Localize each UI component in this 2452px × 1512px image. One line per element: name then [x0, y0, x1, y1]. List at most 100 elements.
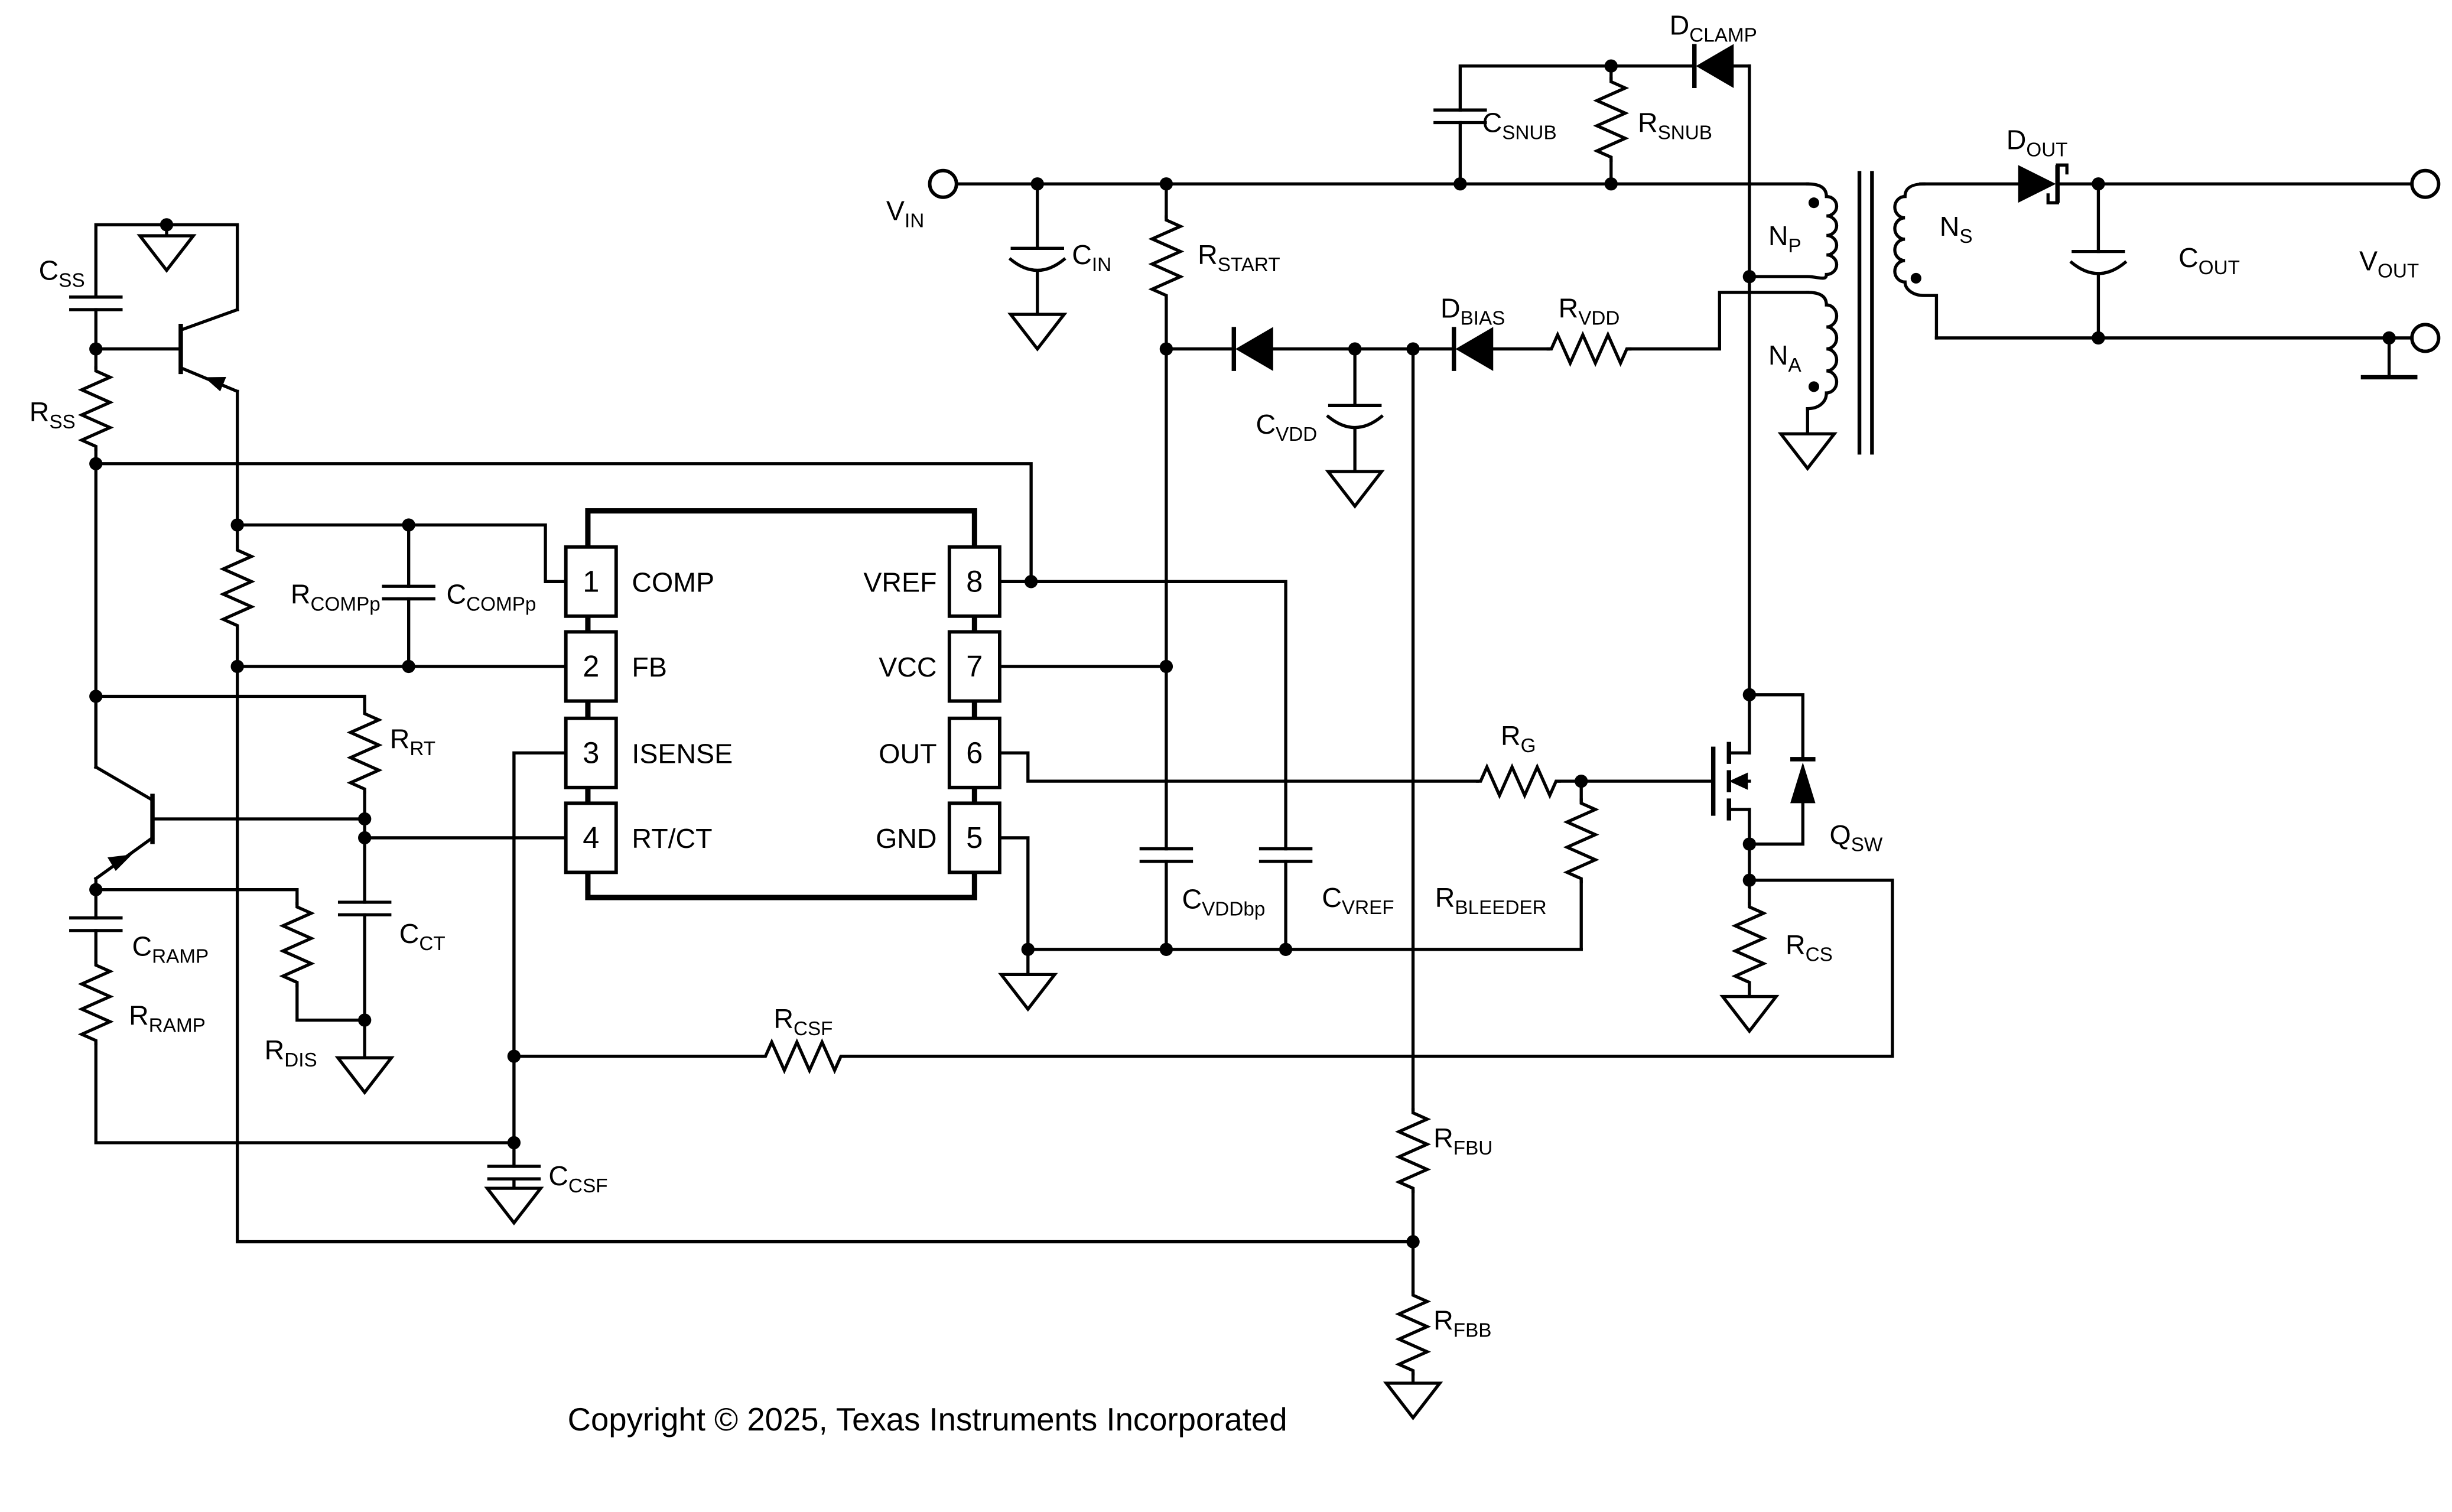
resistor-rss	[77, 366, 114, 451]
terminal-vout-plus	[2410, 168, 2441, 199]
label-ns: NS	[1940, 211, 1973, 248]
capacitor-cramp	[69, 916, 123, 932]
resistor-rvdd	[1546, 331, 1632, 368]
diodes	[1231, 44, 2069, 804]
label-cvddbp: CVDDbp	[1182, 884, 1266, 921]
capacitors	[69, 108, 2128, 1181]
pin-box-8	[947, 545, 1001, 618]
resistor-rg	[1475, 763, 1561, 799]
resistor-rcs	[1731, 902, 1768, 987]
ic-controller: 1 2 3 4 8 7 6 5 COMP FB ISENSE RT/CT VRE…	[564, 508, 1001, 900]
mosfet-qsw	[1710, 742, 1751, 821]
pin-number-3: 3	[583, 736, 599, 770]
pin-name-comp: COMP	[632, 567, 714, 598]
wire-comp-column	[236, 389, 1415, 1244]
pin-number-8: 8	[966, 565, 983, 599]
ground-rcs	[1719, 994, 1780, 1034]
label-rdis: RDIS	[265, 1035, 317, 1071]
label-css: CSS	[39, 255, 85, 292]
label-ccsf: CCSF	[548, 1160, 607, 1197]
pin-name-isense: ISENSE	[632, 739, 733, 769]
capacitor-cvddbp	[1139, 847, 1194, 863]
label-qsw: QSW	[1830, 820, 1883, 856]
label-dbias: DBIAS	[1440, 292, 1505, 329]
label-rcsf: RCSF	[773, 1003, 832, 1040]
pin-box-4	[564, 801, 618, 874]
pin-name-fb: FB	[632, 652, 666, 682]
label-dout: DOUT	[2007, 125, 2068, 161]
pin-box-5	[947, 801, 1001, 874]
label-cvref: CVREF	[1322, 882, 1394, 919]
ground-cin	[1007, 313, 1068, 352]
label-rss: RSS	[30, 396, 76, 433]
wire-ramp-feed	[94, 694, 366, 713]
label-ccompp: CCOMPp	[447, 579, 536, 616]
resistor-rramp	[77, 960, 114, 1046]
wire-vref-ext	[1029, 580, 1287, 951]
capacitor-ccompp	[382, 584, 435, 601]
label-rrt: RRT	[390, 723, 435, 760]
pin-number-6: 6	[966, 736, 983, 770]
label-csnub: CSNUB	[1482, 107, 1557, 144]
capacitor-cvref	[1258, 847, 1313, 863]
diode-dbias	[1452, 327, 1494, 371]
terminal-vout-return	[2410, 323, 2441, 353]
label-cramp: CRAMP	[132, 931, 209, 967]
wire-isense-column	[512, 751, 568, 1190]
pin-box-2	[564, 630, 618, 703]
pin-number-5: 5	[966, 821, 983, 854]
ground-css	[136, 234, 197, 273]
capacitor-cout	[2069, 249, 2128, 275]
winding-ns	[1893, 182, 1939, 340]
ground-cvdd	[1325, 470, 1385, 509]
transistor-q1-pnp	[178, 225, 240, 394]
label-dclamp: DCLAMP	[1670, 10, 1757, 47]
resistor-rbleeder	[1563, 798, 1599, 884]
wire-sense-line	[512, 879, 1894, 1058]
label-rsnub: RSNUB	[1638, 107, 1712, 144]
capacitor-cvdd	[1326, 404, 1384, 430]
label-cin: CIN	[1072, 239, 1111, 276]
label-cct: CCT	[399, 918, 445, 955]
wire-q2-emitter-chain	[94, 877, 516, 1144]
pin-box-1	[564, 545, 618, 618]
label-rbleeder: RBLEEDER	[1435, 882, 1547, 919]
transformer	[1748, 171, 1939, 455]
label-cout: COUT	[2178, 242, 2240, 279]
ground-ccsf	[484, 1186, 544, 1226]
pin-box-3	[564, 716, 618, 789]
wire-gate-line	[999, 751, 1715, 783]
wire-comp-fb-rails	[236, 523, 568, 668]
pin-number-7: 7	[966, 649, 983, 683]
wire-rdis	[94, 888, 366, 1022]
polarity-dot-np	[1808, 197, 1819, 209]
ground-cct	[334, 1056, 395, 1095]
junction-dots	[89, 59, 2396, 1248]
label-rfbu: RFBU	[1433, 1123, 1492, 1159]
resistor-rcsf	[760, 1038, 846, 1075]
label-np: NP	[1768, 220, 1801, 257]
transistors	[93, 225, 1751, 881]
label-rcompp: RCOMPp	[291, 579, 381, 616]
ground-na	[1777, 432, 1838, 472]
labels: CSS RSS RCOMPp CCOMPp RRT CCT RDIS CRAMP…	[30, 10, 2419, 1438]
capacitor-csnub	[1433, 108, 1487, 125]
resistor-rstart	[1148, 215, 1185, 301]
resistor-rfbu	[1395, 1108, 1432, 1194]
resistor-rdis	[279, 902, 316, 987]
polarity-dot-na	[1808, 381, 1819, 392]
wire-body-diode	[1748, 693, 1804, 846]
pin-number-1: 1	[583, 565, 599, 599]
capacitor-cin	[1008, 246, 1066, 272]
pin-name-gnd: GND	[876, 823, 936, 854]
resistors	[77, 77, 1768, 1376]
pin-box-7	[947, 630, 1001, 703]
polarity-dot-ns	[1910, 272, 1921, 284]
diode-dclamp	[1692, 44, 1734, 88]
copyright-text: Copyright © 2025, Texas Instruments Inco…	[568, 1402, 1287, 1438]
label-vout: VOUT	[2359, 246, 2419, 282]
label-vin: VIN	[886, 195, 924, 232]
capacitor-cct	[337, 900, 392, 916]
transformer-core	[1857, 171, 1874, 455]
